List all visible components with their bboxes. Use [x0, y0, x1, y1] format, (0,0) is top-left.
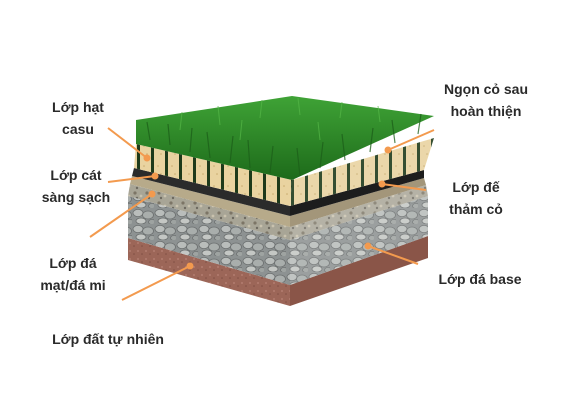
leader-lines — [89, 127, 435, 301]
label-natural-soil: Lớp đất tự nhiên — [42, 328, 174, 350]
leader-grass-blades — [387, 129, 435, 151]
sand-layer — [130, 176, 426, 227]
label-fine-stone: Lớp đá mạt/đá mi — [28, 252, 118, 296]
label-rubber-infill-line2: casu — [62, 121, 94, 137]
leader-natural-soil — [121, 265, 191, 301]
label-rubber-infill-line1: Lớp hạt — [52, 99, 104, 115]
label-fine-stone-line1: Lớp đá — [49, 255, 97, 271]
leader-fine-stone — [89, 193, 153, 238]
label-sand-line2: sàng sạch — [41, 189, 111, 205]
label-natural-soil-line1: Lớp đất tự nhiên — [52, 331, 164, 347]
label-base-stone: Lớp đá base — [428, 268, 532, 290]
label-turf-backing-line2: thảm cỏ — [449, 201, 503, 217]
fine-stone-layer — [128, 184, 428, 240]
base-stone-layer — [128, 196, 428, 285]
label-rubber-infill: Lớp hạt casu — [38, 96, 118, 140]
leader-rubber-infill — [107, 127, 148, 159]
turf-backing-layer — [132, 168, 424, 216]
rubber-infill-layer — [134, 138, 434, 206]
label-sand-line1: Lớp cát — [50, 167, 102, 183]
label-turf-backing: Lớp đế thảm cỏ — [436, 176, 516, 220]
label-sand: Lớp cát sàng sạch — [28, 164, 124, 208]
label-base-stone-line1: Lớp đá base — [438, 271, 522, 287]
label-grass-blades: Ngọn cỏ sau hoàn thiện — [434, 78, 538, 122]
label-turf-backing-line1: Lớp đế — [452, 179, 500, 195]
leader-sand — [107, 175, 156, 183]
leader-base-stone — [367, 245, 419, 265]
grass-layer — [136, 96, 434, 180]
label-grass-blades-line2: hoàn thiện — [450, 103, 522, 119]
label-fine-stone-line2: mạt/đá mi — [40, 277, 106, 293]
label-grass-blades-line1: Ngọn cỏ sau — [443, 81, 528, 97]
leader-turf-backing — [381, 183, 427, 191]
natural-soil-layer — [128, 236, 428, 306]
